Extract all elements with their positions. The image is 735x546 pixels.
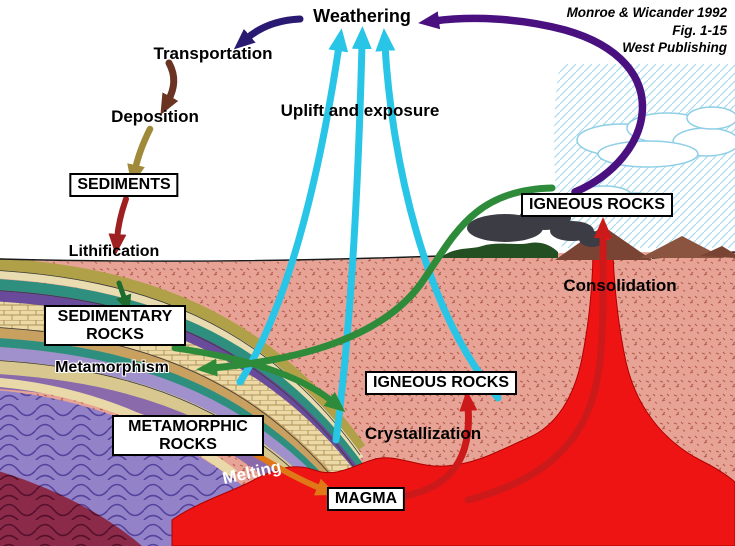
attribution: Monroe & Wicander 1992 Fig. 1-15 West Pu… (567, 4, 727, 57)
arrow-magma-crystallization-to-igneous (396, 390, 478, 501)
label-sediments: SEDIMENTS (69, 173, 179, 197)
magma-body (171, 255, 735, 546)
arrow-igneous-top-to-weathering (418, 11, 647, 196)
arrow-magma-consolidation-to-igneous (464, 217, 613, 504)
label-consolidation: Consolidation (563, 276, 677, 295)
arrow-lithification-to-sedimentary-rocks (116, 280, 132, 313)
label-weathering: Weathering (313, 6, 411, 26)
vegetation (440, 242, 558, 258)
label-transportation: Transportation (153, 44, 273, 63)
label-metamorphism: Metamorphism (55, 359, 169, 376)
arrow-deposition-to-sediments (127, 125, 154, 186)
attribution-line3: West Publishing (622, 40, 727, 56)
label-crystallization: Crystallization (364, 424, 482, 443)
label-igneous-rocks-mid: IGNEOUS ROCKS (364, 371, 518, 395)
sky-clouds (554, 64, 735, 248)
arrow-uplift-2 (332, 26, 372, 444)
arrow-sedimentary-to-metamorphic (171, 344, 346, 413)
arrow-uplift-3 (375, 28, 502, 402)
attribution-line2: Fig. 1-15 (672, 22, 727, 38)
label-metamorphic-rocks: METAMORPHIC ROCKS (112, 415, 264, 457)
label-uplift-and-exposure: Uplift and exposure (280, 101, 440, 120)
arrow-weathering-to-transportation (233, 15, 304, 50)
arrow-metamorphic-melting-to-magma (249, 449, 337, 496)
label-magma: MAGMA (326, 487, 406, 511)
arrow-uplift-1 (236, 28, 349, 386)
attribution-line1: Monroe & Wicander 1992 (566, 5, 727, 20)
arrow-igneous-to-metamorphism (196, 184, 556, 377)
volcano (440, 206, 735, 260)
arrow-transportation-to-deposition (160, 59, 179, 116)
label-lithification: Lithification (68, 243, 160, 260)
label-igneous-rocks-top: IGNEOUS ROCKS (520, 193, 674, 217)
arrow-sediments-to-lithification (108, 196, 129, 255)
label-sedimentary-rocks: SEDIMENTARY ROCKS (44, 305, 186, 347)
label-deposition: Deposition (111, 107, 199, 126)
